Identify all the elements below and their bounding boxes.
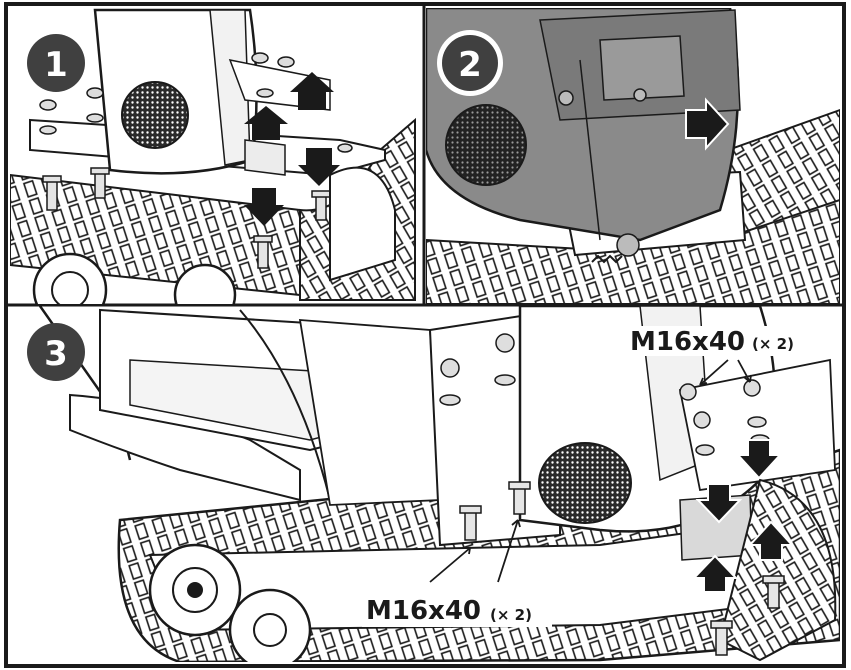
- callout-bottom: M16x40 (× 2): [362, 595, 552, 627]
- panel-step-1: [10, 8, 416, 304]
- svg-text:2: 2: [458, 45, 482, 85]
- bolt-qty-label: (× 2): [490, 606, 532, 624]
- svg-text:1: 1: [44, 45, 68, 85]
- step-badge-3: 3: [27, 323, 85, 381]
- callout-top-right: M16x40 (× 2): [624, 326, 824, 357]
- push-arrow-icon: [685, 97, 730, 151]
- step-badge-1: 1: [27, 34, 85, 92]
- callout-leaders: [429, 359, 752, 583]
- direction-arrows-step-3: [691, 439, 795, 593]
- svg-text:3: 3: [44, 334, 68, 374]
- panel-step-2: [426, 8, 840, 304]
- bolt-size-label: M16x40: [366, 596, 481, 626]
- bolt-qty-label: (× 2): [752, 335, 794, 353]
- step-badge-2: 2: [437, 30, 503, 96]
- bolt-size-label: M16x40: [630, 327, 745, 357]
- direction-arrows-step-1: [244, 72, 340, 226]
